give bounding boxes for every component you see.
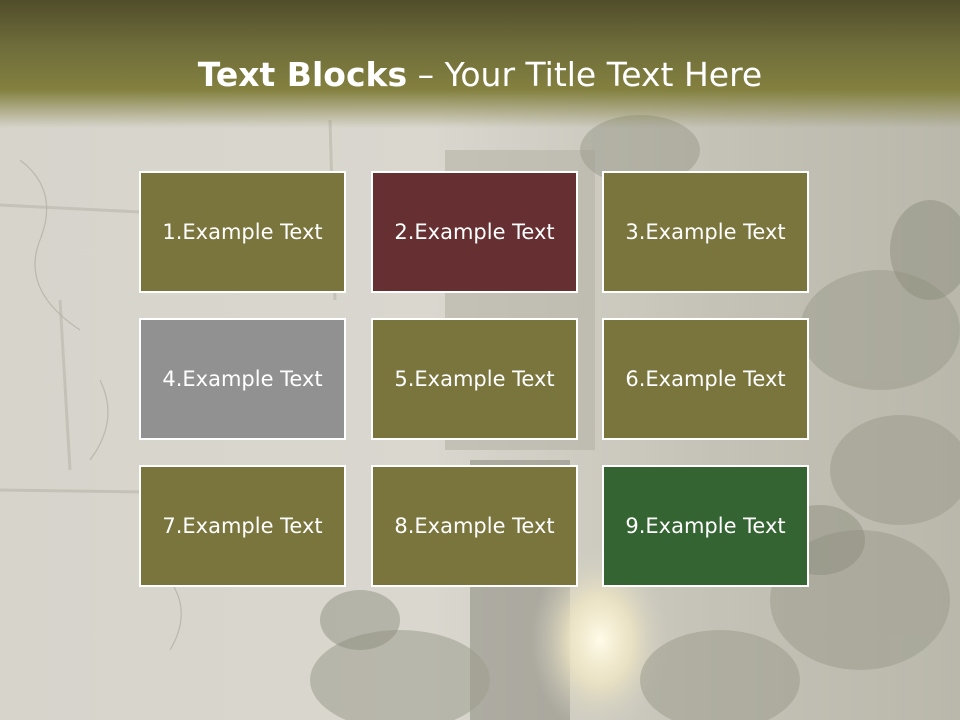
title-band [0,0,960,128]
slide-title: Text Blocks – Your Title Text Here [0,52,960,98]
text-block-label: 7.Example Text [162,514,323,538]
text-block-label: 1.Example Text [162,220,323,244]
title-dash: – [407,55,445,94]
text-block-6[interactable]: 6.Example Text [602,318,809,440]
text-block-label: 9.Example Text [625,514,786,538]
text-block-label: 5.Example Text [394,367,555,391]
title-bold: Text Blocks [197,55,408,94]
text-block-2[interactable]: 2.Example Text [371,171,578,293]
text-block-label: 8.Example Text [394,514,555,538]
text-block-label: 2.Example Text [394,220,555,244]
text-block-8[interactable]: 8.Example Text [371,465,578,587]
text-block-5[interactable]: 5.Example Text [371,318,578,440]
text-block-4[interactable]: 4.Example Text [139,318,346,440]
text-block-label: 3.Example Text [625,220,786,244]
text-block-3[interactable]: 3.Example Text [602,171,809,293]
text-block-9[interactable]: 9.Example Text [602,465,809,587]
title-rest: Your Title Text Here [444,55,763,94]
text-block-label: 6.Example Text [625,367,786,391]
text-block-7[interactable]: 7.Example Text [139,465,346,587]
text-block-label: 4.Example Text [162,367,323,391]
text-block-1[interactable]: 1.Example Text [139,171,346,293]
